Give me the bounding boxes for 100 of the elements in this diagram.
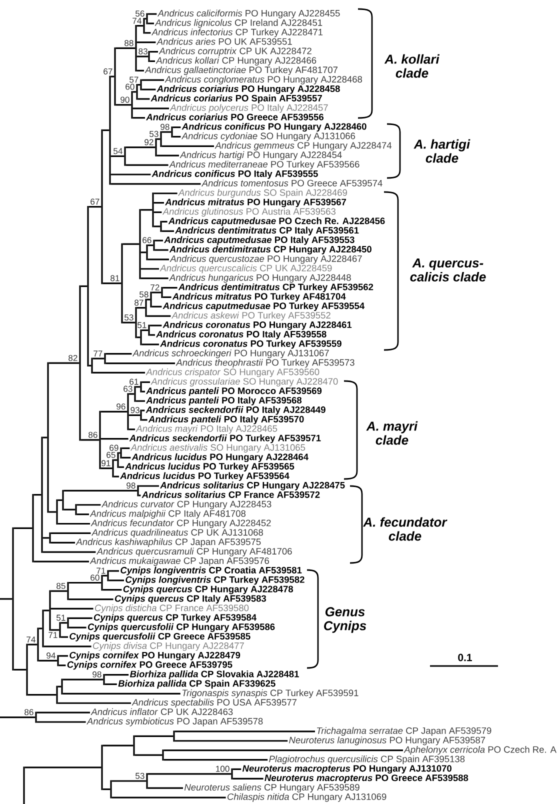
taxon-label: Andricus mitratus PO Turkey AF481704: [172, 292, 346, 302]
tree-branch: [162, 145, 214, 147]
bootstrap-value: 74: [132, 18, 142, 24]
bootstrap-value: 83: [138, 48, 148, 54]
tree-branch: [68, 582, 102, 584]
tree-branch: [58, 499, 62, 501]
tree-branch: [50, 590, 68, 592]
bootstrap-value: 66: [142, 237, 152, 244]
tree-branch: [104, 683, 117, 686]
taxon-label: Chilaspis nitida CP Hungary AJ131069: [228, 793, 386, 802]
tree-branch: [102, 788, 110, 790]
taxon-label: Andricus caliciformis PO Hungary AJ228455: [157, 10, 340, 18]
tree-branch: [92, 358, 104, 360]
taxon-label: Andricus conificus PO Italy AF539555: [152, 170, 318, 179]
tree-branch: [48, 362, 80, 364]
tree-branch: [144, 32, 151, 34]
taxon-label: Cynips disticha CP France AF539580: [95, 604, 249, 614]
taxon-label: Andricus solitarius CP Hungary AJ228475: [160, 482, 345, 490]
bootstrap-value: 91: [102, 460, 110, 466]
tree-branch: [136, 386, 140, 388]
tree-branch: [148, 773, 232, 775]
tree-branch: [100, 438, 128, 440]
tree-branch: [136, 42, 156, 44]
taxon-label: Cynips cornifex PO Greece AF539795: [67, 661, 232, 670]
tree-branch: [108, 580, 124, 582]
tree-branch: [148, 787, 183, 789]
tree-branch: [150, 324, 162, 326]
tree-branch: [68, 598, 114, 600]
tree-branch: [24, 766, 102, 768]
tree-branch: [34, 494, 42, 496]
taxon-label: Andricus symbioticus PO Japan AF539578: [86, 718, 263, 726]
tree-branch: [136, 400, 145, 402]
taxon-label: Andricus curvator CP Hungary AJ228453: [101, 500, 272, 510]
taxon-label: Andricus askewi PO Turkey AF539552: [171, 312, 330, 320]
clade-label: A. mayri clade: [366, 421, 418, 445]
tree-branch: [142, 344, 159, 346]
tree-branch: [122, 322, 136, 324]
tree-branch: [110, 174, 151, 176]
tree-branch: [0, 716, 36, 718]
tree-branch: [36, 721, 86, 723]
taxon-label: Andricus panteli PO Morocco AF539569: [146, 387, 322, 396]
tree-branch: [76, 504, 101, 506]
tree-branch: [150, 334, 155, 336]
tree-branch: [126, 146, 156, 148]
tree-branch: [148, 13, 157, 15]
bootstrap-value: 67: [90, 198, 100, 205]
bootstrap-value: 81: [110, 275, 120, 282]
taxon-label: Andricus malpighii CP Italy AF481708: [90, 510, 246, 519]
taxon-label: Andricus schroeckingeri PO Hungary AJ131067: [132, 350, 329, 358]
tree-branch: [154, 192, 178, 194]
bootstrap-value: 63: [124, 386, 132, 392]
taxon-label: Andricus tomentosus PO Greece AF539574: [201, 180, 382, 186]
tree-branch: [174, 730, 315, 732]
tree-branch: [146, 298, 150, 300]
taxon-label: Andricus aestivalis SO Hungary AJ131065: [130, 444, 306, 453]
tree-branch: [104, 674, 129, 676]
taxon-label: Cynips quercusfolii CP Hungary AF539586: [88, 623, 275, 632]
clade-label: Genus Cynips: [324, 607, 366, 633]
taxon-label: Andricus fecundator CP Hungary AJ228452: [90, 519, 271, 528]
tree-branch: [28, 694, 56, 696]
tree-branch: [144, 18, 146, 20]
bootstrap-value: 86: [88, 432, 98, 438]
taxon-label: Andricus seckendorfii PO Turkey AF539571: [129, 434, 321, 444]
taxon-label: Andricus hartigi PO Hungary AJ228454: [180, 151, 342, 160]
taxon-label: Andricus caputmedusae PO Czech Re. AJ228456: [168, 217, 385, 226]
tree-branch: [58, 522, 90, 525]
tree-branch: [154, 202, 164, 204]
tree-branch: [38, 628, 42, 630]
tree-branch: [148, 244, 154, 246]
tree-branch: [68, 617, 92, 619]
tree-branch: [232, 778, 264, 780]
taxon-label: Andricus grossulariae SO Hungary AJ228470: [150, 378, 338, 386]
taxon-label: Neuroterus lanuginosus PO Hungary AF539587: [289, 736, 486, 746]
taxon-label: Andricus cydoniae SO Hungary AJ131066: [181, 132, 356, 142]
taxon-label: Plagiotrochus quercusilicis CP Spain AF395138: [269, 755, 465, 764]
tree-branch: [112, 780, 146, 782]
tree-branch: [58, 702, 131, 704]
bootstrap-value: 94: [46, 652, 56, 659]
tree-branch: [38, 660, 58, 662]
tree-branch: [148, 22, 154, 24]
bootstrap-value: 71: [96, 568, 106, 574]
tree-branch: [150, 50, 158, 53]
bootstrap-value: 60: [90, 574, 100, 581]
tree-branch: [128, 414, 140, 416]
taxon-label: Andricus panteli PO Italy AF539568: [146, 396, 302, 406]
tree-branch: [150, 60, 155, 62]
bootstrap-value: 67: [104, 68, 112, 74]
tree-branch: [142, 390, 145, 392]
tree-branch: [128, 393, 134, 395]
tree-branch: [232, 768, 242, 770]
taxon-label: Andricus panteli PO Italy AF539570: [148, 416, 304, 424]
taxon-label: Cynips longiventris CP Turkey AF539582: [126, 576, 304, 585]
tree-branch: [50, 542, 75, 544]
tree-branch: [44, 610, 50, 612]
bootstrap-value: 69: [110, 444, 118, 451]
tree-branch: [68, 626, 86, 628]
tree-branch: [136, 336, 140, 338]
taxon-label: Andricus coriarius PO Hungary AJ228458: [156, 85, 340, 94]
tree-branch: [156, 154, 179, 156]
tree-branch: [142, 88, 156, 90]
